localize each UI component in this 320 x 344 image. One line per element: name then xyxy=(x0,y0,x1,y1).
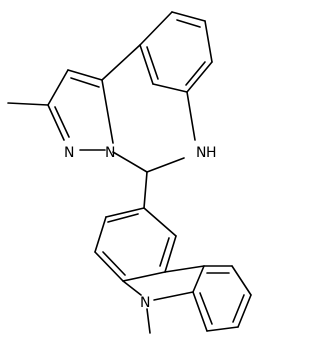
bond xyxy=(67,69,103,81)
bond xyxy=(143,207,177,237)
bond xyxy=(231,265,252,296)
bond xyxy=(186,61,213,93)
bond xyxy=(192,291,208,332)
bond xyxy=(164,265,205,273)
bond xyxy=(139,44,154,85)
atom-label-n: N xyxy=(64,145,74,161)
bond xyxy=(152,83,188,93)
bond-inner xyxy=(185,61,206,86)
bond-inner xyxy=(54,106,70,138)
bond xyxy=(105,207,145,218)
bond xyxy=(47,104,65,141)
atom-label-n: N xyxy=(196,145,206,161)
bond xyxy=(164,235,177,273)
carbazole-pyrrole-ring xyxy=(122,265,205,301)
bond xyxy=(139,11,173,46)
bond-inner xyxy=(107,213,139,223)
bond-inner xyxy=(70,77,100,88)
atom-label-h: H xyxy=(206,145,217,161)
bond xyxy=(153,291,194,301)
structure-diagram: N N N H N xyxy=(7,11,252,334)
bond xyxy=(94,251,124,282)
bond xyxy=(47,69,69,106)
bond xyxy=(171,11,206,22)
bond xyxy=(186,91,196,141)
bond xyxy=(122,280,142,296)
bond xyxy=(122,271,166,282)
bond-inner xyxy=(176,19,201,28)
bond xyxy=(146,157,185,173)
benzo-ring xyxy=(139,11,213,93)
atom-label-n: N xyxy=(140,295,150,311)
bond xyxy=(94,216,107,253)
bond xyxy=(112,151,148,173)
bond xyxy=(206,326,239,332)
atom-label-n: N xyxy=(105,145,115,161)
methyl-bond xyxy=(7,102,49,106)
bond-inner xyxy=(232,294,245,323)
bond-inner xyxy=(102,251,126,276)
carbazole-ring-a xyxy=(94,171,177,282)
bond xyxy=(101,44,141,81)
carbazole-ring-b xyxy=(192,265,252,332)
central-ring xyxy=(101,44,196,173)
bond-inner xyxy=(199,292,213,325)
bond xyxy=(192,265,205,293)
bond xyxy=(237,294,252,328)
molecule-svg: N N N H N xyxy=(7,11,252,334)
bond xyxy=(143,171,148,209)
methyl-bond xyxy=(146,308,151,334)
pyrazole-ring xyxy=(7,69,114,151)
bond xyxy=(204,20,213,63)
bond xyxy=(101,79,114,144)
bond-inner xyxy=(146,46,159,80)
bond-inner xyxy=(159,237,170,267)
